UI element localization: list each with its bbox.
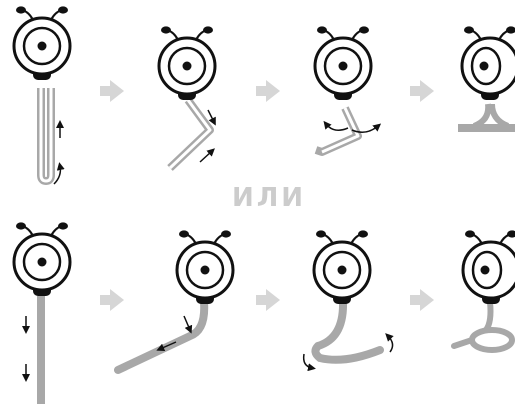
step-cable-straight-down: [14, 222, 70, 404]
step-cable-tilted-rotate: [315, 26, 378, 152]
or-separator: ИЛИ: [232, 183, 306, 213]
down-arrow-icon: [184, 316, 190, 330]
step-arrow-icon: [410, 80, 434, 102]
diagonal-arrow-icon: [200, 151, 212, 162]
step-cable-folded-up: [14, 6, 70, 184]
step-cable-bent-sideways: [118, 230, 233, 370]
step-stand-loop-base: [454, 230, 515, 350]
step-arrow-icon: [256, 80, 280, 102]
step-cable-curved-rotate: [304, 230, 393, 368]
step-stand-flat-base: [458, 26, 515, 132]
step-arrow-icon: [256, 289, 280, 311]
step-arrow-icon: [410, 289, 434, 311]
down-arrow-icon: [208, 110, 214, 122]
step-cable-bent-angle: [159, 26, 215, 168]
step-arrow-icon: [100, 80, 124, 102]
step-arrow-icon: [100, 289, 124, 311]
